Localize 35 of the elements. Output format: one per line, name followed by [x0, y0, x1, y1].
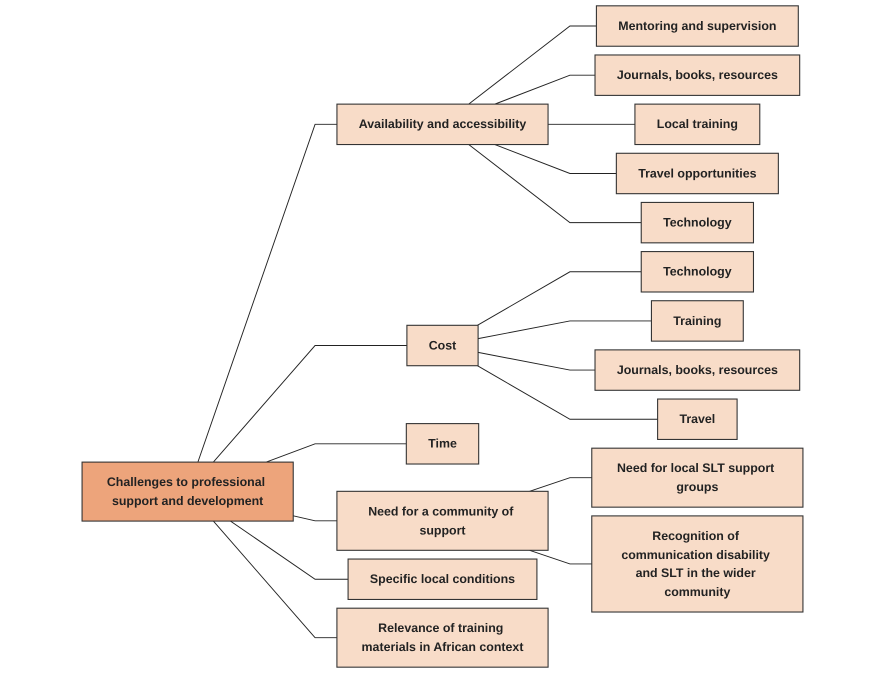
node-box: Availability and accessibility [336, 104, 549, 146]
connector [197, 124, 338, 463]
node-box: Cost [406, 324, 479, 366]
node-box: Journals, books, resources [594, 54, 800, 96]
connector [266, 443, 407, 463]
connector [478, 352, 596, 371]
node-box: Need for a community of support [336, 490, 549, 551]
connector [292, 515, 338, 522]
connector [478, 320, 652, 340]
node-box: Technology [640, 251, 754, 293]
node-box: Time [406, 423, 480, 465]
node-box: Need for local SLT support groups [591, 448, 804, 508]
node-box: Travel [657, 398, 738, 440]
connector [468, 26, 597, 105]
connector [212, 345, 408, 463]
node-box: Training [650, 300, 744, 342]
connector [476, 365, 658, 420]
node-box: Technology [640, 202, 754, 244]
connector [548, 124, 636, 125]
connector [476, 271, 642, 326]
node-box: Relevance of training materials in African context [336, 608, 549, 668]
connector [529, 477, 592, 492]
node-box: Specific local conditions [348, 558, 538, 600]
node-box: Travel opportunities [616, 152, 779, 194]
node-box: Mentoring and supervision [596, 5, 799, 47]
node-box: Recognition of communication disability and SLT in the wider community [591, 515, 804, 613]
node-box: Journals, books, resources [594, 349, 800, 391]
connector [529, 550, 592, 564]
connector [494, 144, 617, 174]
node-box: Local training [634, 104, 760, 146]
connector [212, 520, 338, 638]
node-box: Challenges to professional support and development [82, 462, 294, 522]
connector [230, 520, 349, 580]
connector [468, 144, 642, 224]
connector [494, 74, 596, 105]
